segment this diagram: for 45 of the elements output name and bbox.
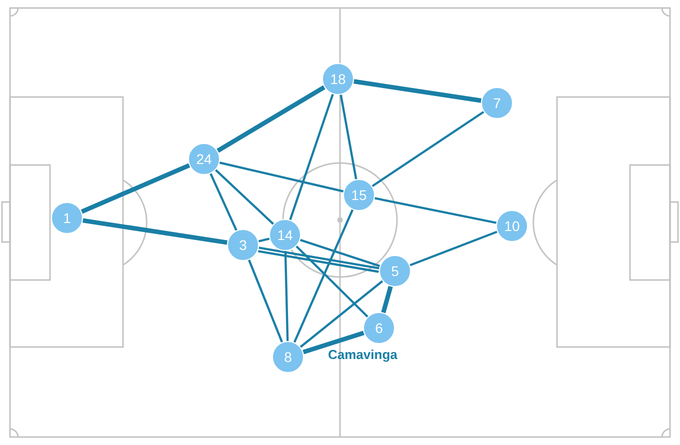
pass-line	[82, 218, 228, 245]
player-circle	[481, 87, 513, 119]
pass-line	[353, 79, 482, 103]
player-circle	[188, 143, 220, 175]
player-circle	[379, 255, 411, 287]
player-circle	[51, 202, 83, 234]
pass-line	[219, 162, 344, 192]
pass-line	[302, 330, 364, 354]
player-number: 15	[351, 188, 367, 202]
player-number: 5	[391, 264, 399, 278]
player-number: 14	[277, 228, 293, 242]
pass-line	[289, 94, 334, 220]
player-circle	[496, 210, 528, 242]
player-circle	[227, 229, 259, 261]
player-number: 24	[196, 152, 212, 166]
player-number: 1	[63, 211, 71, 225]
player-circle	[272, 341, 304, 373]
player-circle	[269, 219, 301, 251]
pass-line	[216, 85, 326, 153]
pass-line	[410, 230, 498, 266]
pass-line	[258, 250, 379, 273]
player-circle	[343, 179, 375, 211]
player-number: 7	[493, 96, 501, 110]
player-number: 8	[284, 350, 292, 364]
player-number: 3	[239, 238, 247, 252]
pass-line	[296, 245, 368, 318]
pass-line	[374, 197, 497, 224]
pass-line	[284, 250, 289, 342]
pass-line	[372, 110, 484, 188]
player-number: 10	[504, 219, 520, 233]
pass-line	[258, 246, 380, 270]
pass-line	[210, 173, 238, 231]
pass-line	[293, 209, 354, 343]
pass-line	[80, 163, 190, 214]
player-number: 18	[330, 72, 346, 86]
pass-line	[214, 169, 274, 225]
player-number: 6	[375, 321, 383, 335]
pass-line	[300, 280, 384, 348]
player-name: Camavinga	[328, 347, 398, 362]
pass-line	[258, 238, 270, 242]
pass-line	[300, 238, 380, 268]
pass-line	[248, 259, 284, 343]
pass-line	[381, 286, 393, 314]
pass-line	[340, 94, 358, 180]
player-circle	[322, 63, 354, 95]
